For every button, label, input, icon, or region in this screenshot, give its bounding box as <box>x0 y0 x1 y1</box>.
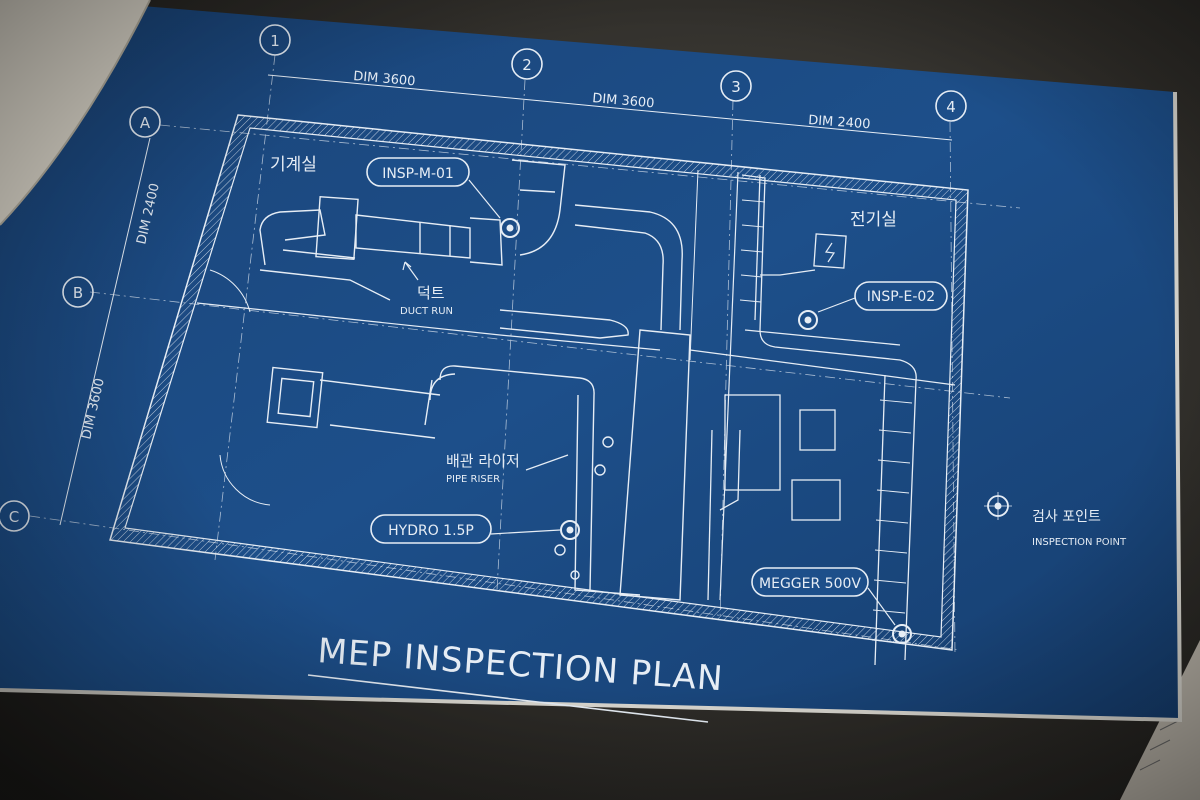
grid-row-b: B <box>73 284 83 302</box>
legend-label-ko: 검사 포인트 <box>1032 509 1101 525</box>
room-label-electrical: 전기실 <box>850 210 897 230</box>
room-label-mechanical: 기계실 <box>270 155 317 175</box>
tag-hydro: HYDRO 1.5P <box>388 523 474 539</box>
riser-label-en: PIPE RISER <box>446 474 500 485</box>
riser-label-ko: 배관 라이저 <box>446 452 520 470</box>
tag-megger: MEGGER 500V <box>759 576 861 592</box>
duct-label-ko: 덕트 <box>417 284 445 302</box>
duct-label-en: DUCT RUN <box>400 306 453 317</box>
grid-col-4: 4 <box>946 98 956 116</box>
tag-insp-e-02: INSP-E-02 <box>867 289 935 305</box>
grid-row-c: C <box>9 508 19 526</box>
grid-col-3: 3 <box>731 78 741 96</box>
legend-label-en: INSPECTION POINT <box>1032 537 1127 548</box>
grid-row-a: A <box>140 114 151 132</box>
grid-col-1: 1 <box>270 32 280 50</box>
grid-col-2: 2 <box>522 56 532 74</box>
tag-insp-m-01: INSP-M-01 <box>382 166 454 182</box>
